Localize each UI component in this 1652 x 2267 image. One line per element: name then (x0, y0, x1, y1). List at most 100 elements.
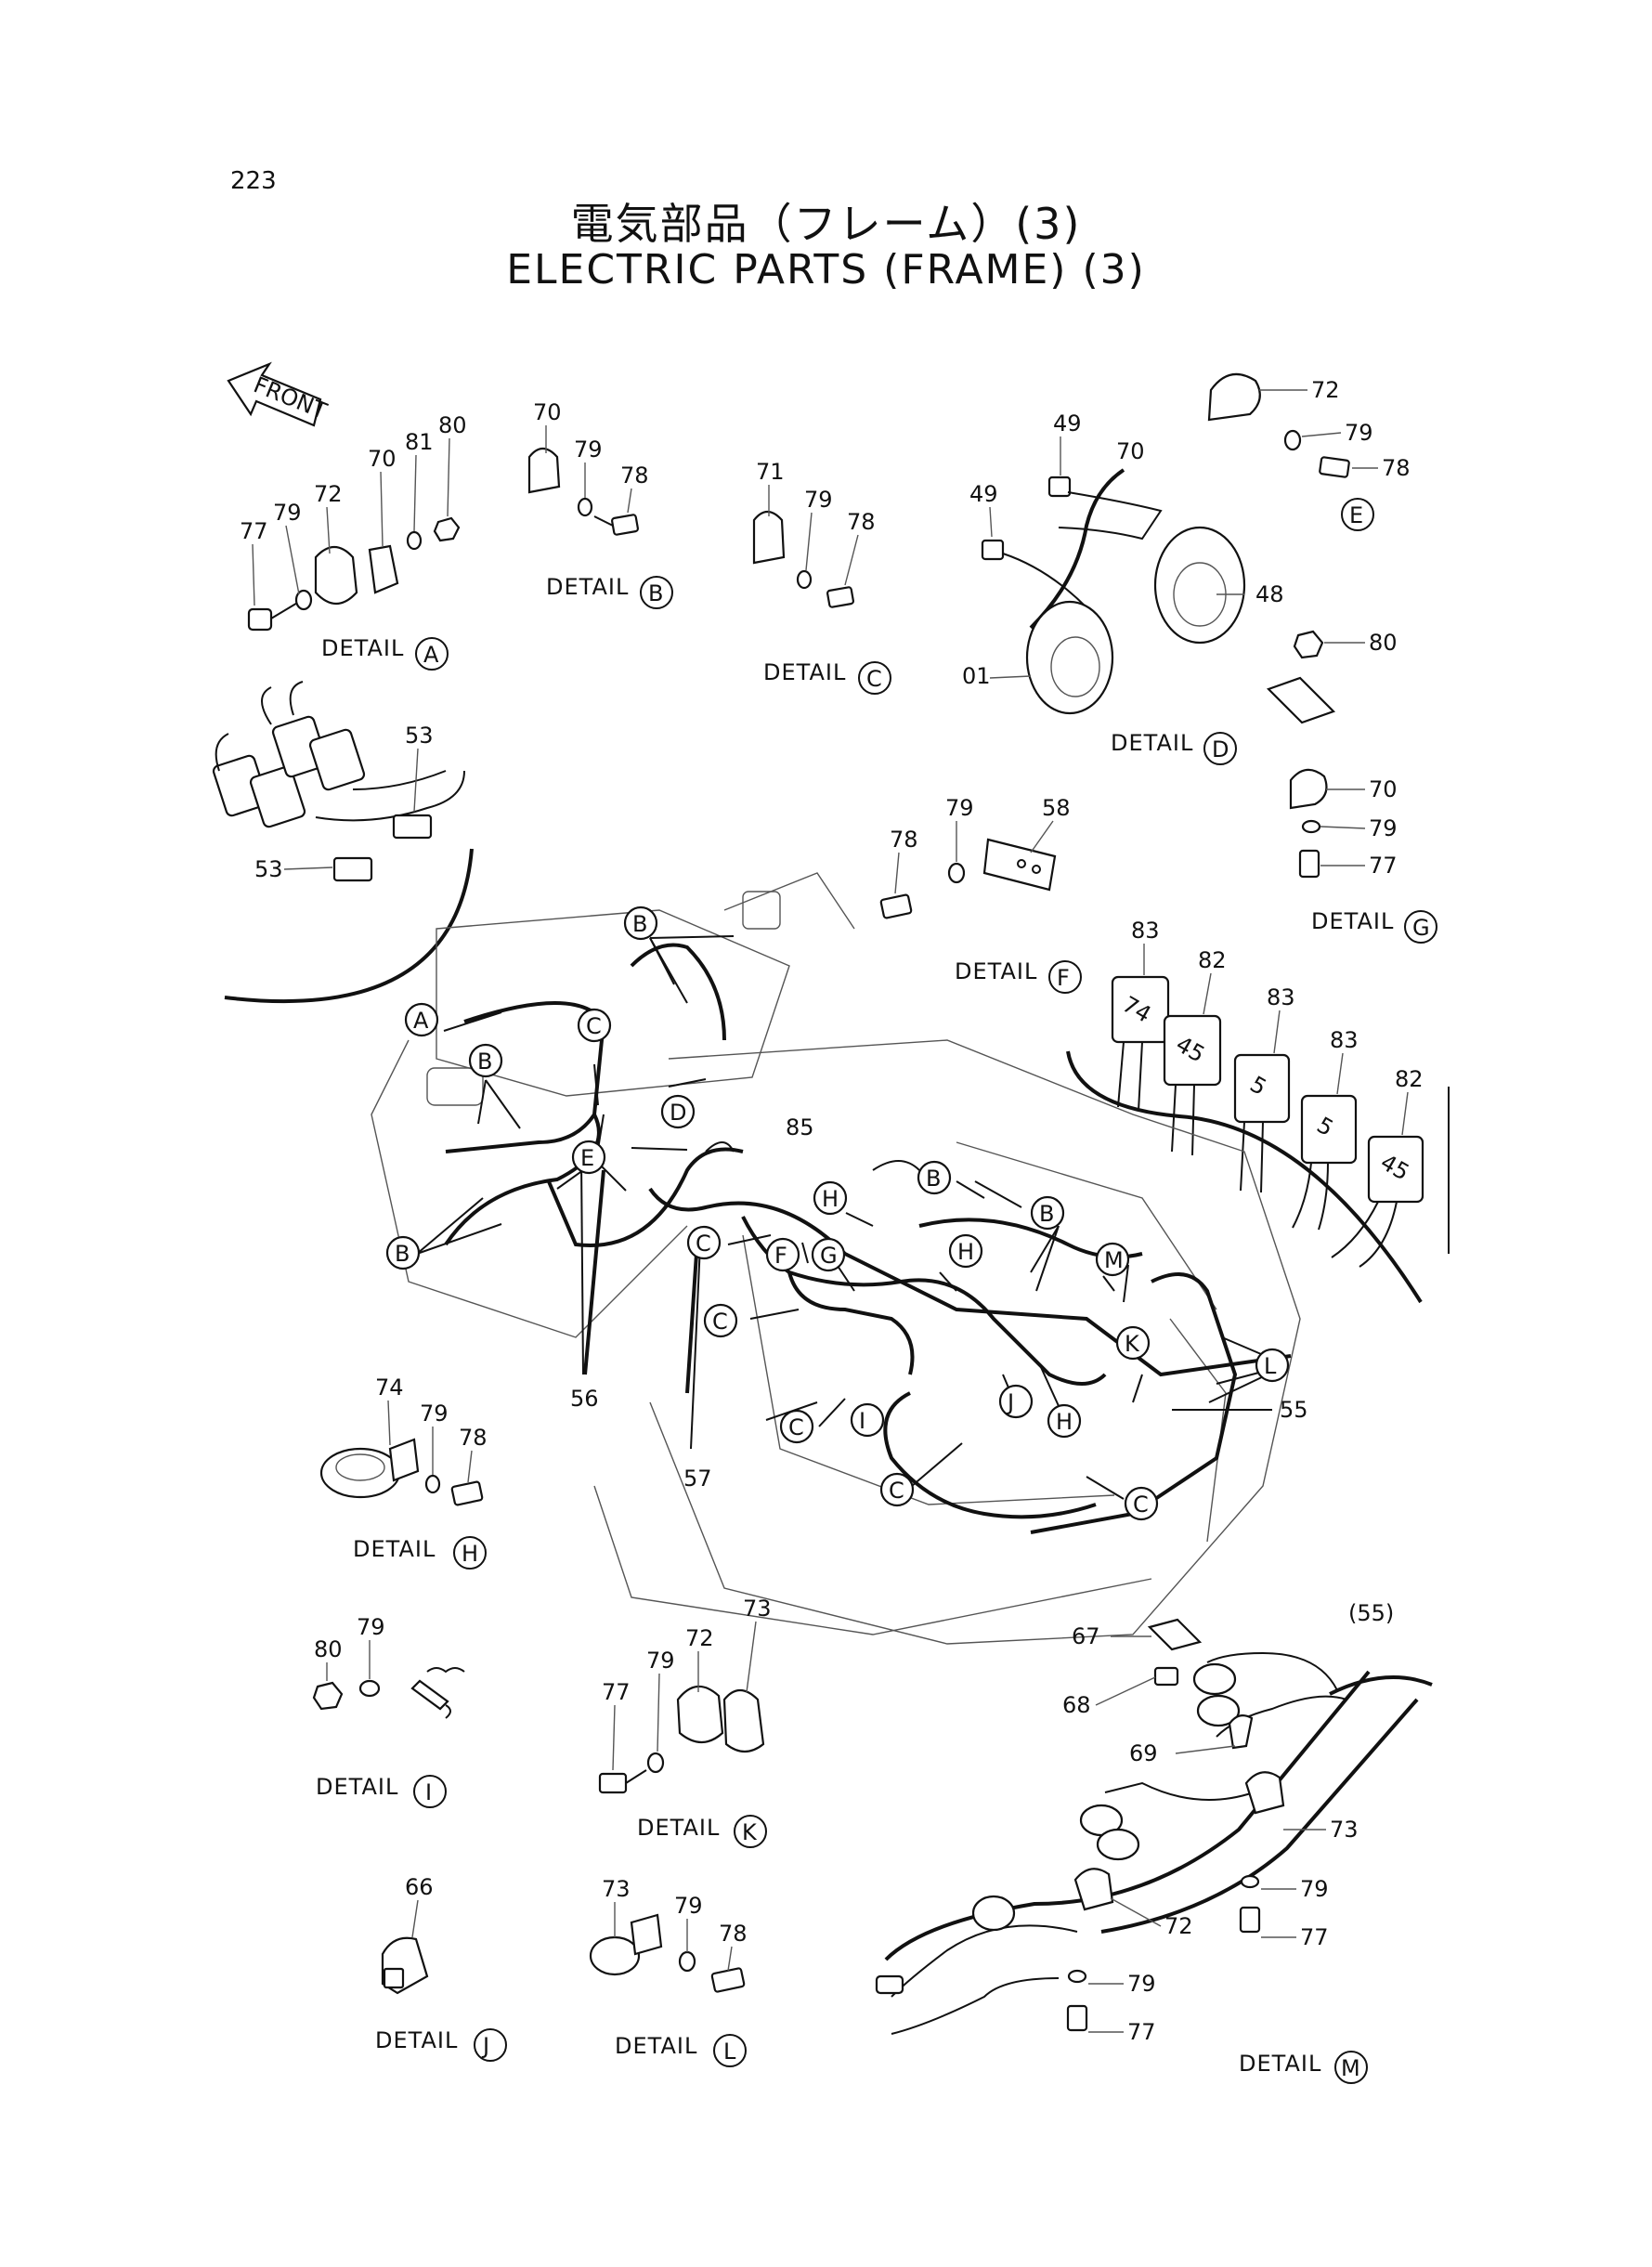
detail-letter: D (1212, 736, 1229, 762)
callout-letter: G (820, 1243, 838, 1269)
washer-79-icon (424, 1474, 441, 1494)
bolt-77-icon (598, 1772, 628, 1794)
washer-79-icon (796, 569, 813, 590)
callout-letter: B (926, 1166, 941, 1192)
callout-letter: C (889, 1478, 904, 1504)
part-number: 73 (743, 1596, 772, 1622)
washer-79-icon (577, 497, 593, 517)
clip-67-icon (1147, 1618, 1203, 1651)
part-number: 79 (1369, 815, 1398, 841)
part-number: 81 (405, 429, 434, 455)
callout-letter: I (859, 1408, 865, 1434)
detail-label: DETAIL (546, 574, 629, 600)
connector-inset: 53 53 (212, 681, 474, 1004)
bolt-49-icon (981, 539, 1005, 561)
detail-label: DETAIL (1239, 2051, 1321, 2077)
callout-letter: K (1125, 1331, 1140, 1357)
detail-letter: B (648, 580, 663, 606)
detail-l: 73 79 78 DETAIL L (589, 1876, 748, 2067)
connector-53-icon (392, 814, 433, 840)
horn-48-icon (1153, 526, 1246, 645)
callout-letter: M (1104, 1247, 1124, 1273)
part-number: 48 (1255, 581, 1284, 607)
part-number: 73 (1330, 1817, 1359, 1843)
relay-83-icon: 5 (1233, 1053, 1291, 1193)
bolt-77-icon (1239, 1906, 1261, 1934)
detail-label: DETAIL (316, 1774, 398, 1800)
clamp-72-icon (1073, 1868, 1114, 1911)
harness-callouts: A B C D E B B E C H B B F G H M C K L C … (385, 905, 1290, 1521)
part-number: 77 (1300, 1924, 1329, 1950)
detail-letter: I (425, 1779, 432, 1805)
callout-letter: C (788, 1414, 804, 1440)
detail-letter: M (1341, 2055, 1360, 2081)
detail-h: 74 79 78 DETAIL H (319, 1375, 488, 1570)
clamp-72-icon (1207, 372, 1261, 422)
callout-letter: H (957, 1239, 974, 1265)
callout-letter: D (670, 1100, 686, 1126)
part-number: 71 (756, 459, 785, 485)
part-number: 74 (375, 1375, 404, 1401)
part-number: 70 (533, 399, 562, 425)
callout-letter: A (413, 1008, 429, 1034)
bolt-78-icon (879, 893, 913, 919)
detail-label: DETAIL (1311, 908, 1394, 934)
part-number: 83 (1330, 1027, 1359, 1053)
detail-letter: G (1412, 915, 1430, 941)
detail-letter: E (1349, 502, 1363, 528)
part-number: 72 (685, 1625, 714, 1651)
detail-c: 71 79 78 DETAIL C (752, 459, 891, 695)
part-number: 79 (273, 500, 302, 526)
bolt-77-icon (247, 607, 273, 632)
detail-letter: L (723, 2039, 736, 2065)
detail-letter: F (1057, 965, 1070, 991)
page-number: 223 (230, 167, 277, 195)
detail-label: DETAIL (375, 2027, 458, 2053)
part-number: 77 (1127, 2019, 1156, 2045)
callout-letter: B (632, 911, 647, 937)
detail-letter: H (462, 1541, 478, 1567)
callout-letter: E (580, 1145, 594, 1171)
horn-01-icon (1025, 600, 1114, 715)
part-number: 78 (847, 509, 876, 535)
part-number: 72 (314, 481, 343, 507)
clamp-70-icon (368, 544, 399, 594)
detail-letter: K (742, 1819, 758, 1845)
callout-letter: C (696, 1231, 711, 1257)
connector-53-icon (332, 856, 373, 882)
part-number: 57 (683, 1466, 712, 1492)
washer-79-icon (294, 589, 313, 611)
part-number: 79 (357, 1614, 385, 1640)
detail-m: (55) 67 68 69 73 79 77 72 79 77 DETAIL M (875, 1600, 1433, 2084)
nut-80-icon (1293, 630, 1324, 659)
clamp-70-icon (527, 447, 561, 494)
callout-letter: C (712, 1309, 728, 1335)
part-number: 73 (602, 1876, 631, 1902)
detail-a: 77 79 72 70 81 80 DETAIL A (240, 412, 467, 671)
clamp-73-icon (589, 1935, 641, 1976)
detail-letter: A (423, 642, 439, 668)
part-number: 69 (1129, 1740, 1158, 1766)
part-number: 79 (420, 1401, 449, 1427)
part-number: 85 (786, 1114, 814, 1140)
clamp-72-icon (676, 1685, 724, 1744)
detail-g: 80 70 79 77 DETAIL G (1266, 630, 1437, 944)
terminal-icon (410, 1679, 449, 1711)
washer-81-icon (406, 530, 423, 551)
part-number: 80 (1369, 630, 1398, 656)
clamp-73-icon (1244, 1771, 1285, 1815)
detail-label: DETAIL (321, 635, 404, 661)
part-number: 66 (405, 1874, 434, 1900)
detail-e: 72 79 78 E (1207, 372, 1411, 531)
relay-82-icon: 45 (1163, 1014, 1222, 1156)
part-number: 79 (945, 795, 974, 821)
relay-inset: 74 45 5 5 45 83 82 83 83 82 (1066, 918, 1450, 1304)
page-title-english: ELECTRIC PARTS (FRAME) (3) (506, 246, 1146, 293)
part-number: (55) (1348, 1600, 1394, 1626)
part-number: 58 (1042, 795, 1071, 821)
part-number: 79 (646, 1648, 675, 1674)
clamp-71-icon (752, 510, 786, 565)
part-number: 70 (368, 446, 397, 472)
detail-i: 80 79 DETAIL I (312, 1614, 465, 1808)
